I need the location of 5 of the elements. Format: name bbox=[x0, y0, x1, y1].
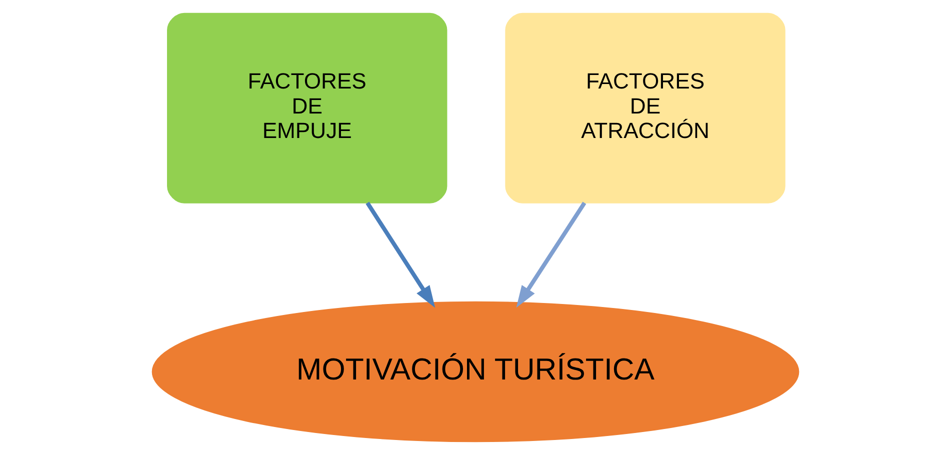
arrow bbox=[516, 202, 586, 308]
node-ellipse: MOTIVACIÓN TURÍSTICA bbox=[152, 301, 800, 442]
node-box: FACTORES DE ATRACCIÓN bbox=[505, 12, 786, 204]
arrow bbox=[366, 202, 436, 308]
node-box: FACTORES DE EMPUJE bbox=[167, 12, 448, 204]
